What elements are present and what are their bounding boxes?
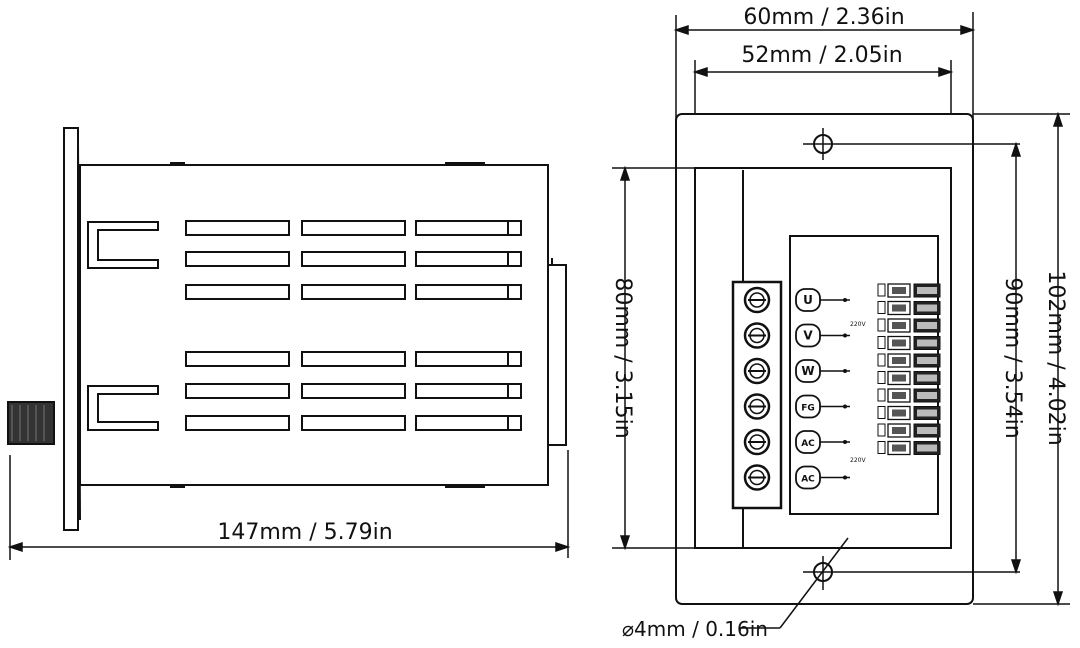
- mount-clip-upper: [87, 221, 159, 269]
- terminal-label-text: AC: [801, 475, 815, 485]
- connector-pin: [877, 318, 941, 333]
- terminal-screw: [743, 428, 771, 456]
- terminal-label-text: AC: [801, 439, 815, 449]
- connector-pin: [877, 405, 941, 421]
- hole-spacing-dimension: [1010, 141, 1022, 575]
- terminal-label: V: [795, 323, 850, 348]
- terminal-screw: [743, 322, 771, 349]
- vent-slots: [185, 220, 522, 431]
- terminal-label: FG: [795, 394, 850, 419]
- hole-diameter-value: 4mm / 0.16in: [634, 617, 768, 641]
- terminal-label: U: [795, 288, 850, 312]
- connector-pin: [877, 440, 941, 456]
- height-dimension-inner: [612, 165, 695, 551]
- connector-pins: [877, 283, 941, 456]
- connector-pin: [877, 370, 941, 386]
- rear-connector: [547, 264, 567, 446]
- terminal-screw: [743, 464, 771, 491]
- outer-height-label: 102mm / 4.02in: [1043, 270, 1068, 445]
- side-view: [7, 127, 571, 560]
- inner-height-label: 80mm / 3.15in: [610, 277, 635, 438]
- front-view: U V W FG AC AC 220V 220V: [612, 12, 1070, 629]
- connector-pin: [877, 335, 941, 351]
- mounting-hole-bottom: [803, 556, 1020, 590]
- connector-pin: [877, 300, 941, 316]
- terminal-labels: U V W FG AC AC: [795, 288, 850, 490]
- terminal-label-text: V: [803, 329, 813, 343]
- connector-pin: [877, 283, 941, 298]
- terminal-screw: [743, 286, 771, 314]
- width-dimension-side: [7, 450, 571, 560]
- mount-clip-lower: [87, 385, 159, 431]
- terminal-label-text: U: [803, 293, 813, 307]
- terminal-label: AC: [795, 465, 850, 490]
- terminal-screw: [743, 357, 771, 385]
- terminal-label: AC: [795, 430, 850, 454]
- voltage-note-lower: 220V: [850, 457, 866, 464]
- connector-pin: [877, 388, 941, 403]
- side-width-label: 147mm / 5.79in: [217, 520, 392, 545]
- diameter-leader: [740, 537, 849, 629]
- shaft: [7, 401, 55, 445]
- terminal-screw: [743, 393, 771, 420]
- voltage-note-upper: 220V: [850, 321, 866, 328]
- connector-pin: [877, 353, 941, 368]
- front-outer-width-label: 60mm / 2.36in: [743, 5, 904, 30]
- hole-diameter-label: ⌀4mm / 0.16in: [622, 617, 768, 641]
- terminal-label-text: W: [801, 364, 814, 378]
- terminal-screws: [743, 286, 771, 491]
- mounting-hole-top: [803, 128, 1020, 160]
- terminal-label: W: [795, 359, 850, 383]
- front-inner-width-label: 52mm / 2.05in: [741, 43, 902, 68]
- terminal-label-text: FG: [801, 404, 815, 414]
- connector-pin: [877, 423, 941, 438]
- hole-spacing-label: 90mm / 3.54in: [1000, 277, 1025, 438]
- height-dimension-outer: [973, 111, 1070, 607]
- front-flange: [63, 127, 79, 531]
- controller-body: [79, 164, 549, 486]
